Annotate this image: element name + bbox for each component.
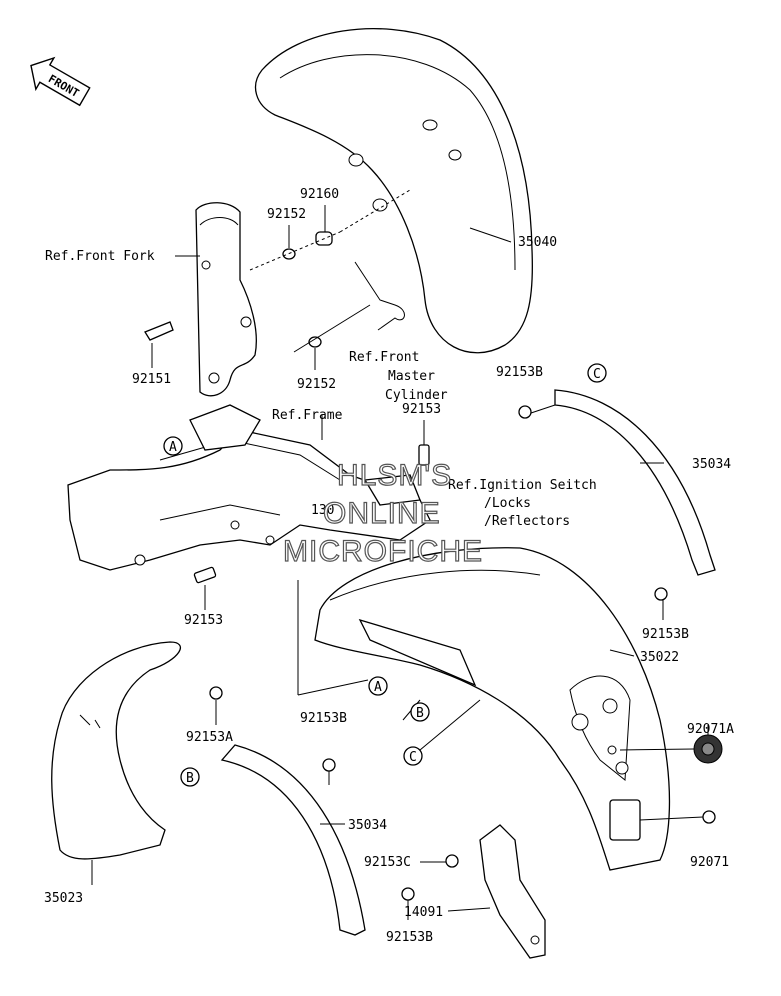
bolt-92151 [144,321,174,341]
ref-frame-label: Ref.Frame [272,408,343,423]
callout-A-bottom: A [368,676,388,696]
part-number-14091: 14091 [404,905,443,920]
callout-A-top-label: A [169,440,177,455]
part-number-35034-left: 35034 [348,818,387,833]
part-number-92153-mid: 92153 [184,613,223,628]
washer-92152-bottom [308,336,322,348]
ref-front-master-label-2: Master [388,369,435,384]
ref-ignition-label-2: /Locks [484,496,531,511]
nut-92153C [445,854,459,868]
part-number-92153-top: 92153 [402,402,441,417]
grommet-92071 [702,810,716,824]
callout-C-top-label: C [593,367,601,382]
leader-lines [91,205,709,920]
fender-strut-35034-left [220,744,366,936]
nut-92153B-bottom [401,887,415,901]
part-number-35034-right: 35034 [692,457,731,472]
ignition-switch-bracket [363,474,421,506]
part-number-92153B-top: 92153B [496,365,543,380]
nut-92153B-right [654,587,668,601]
part-number-92160: 92160 [300,187,339,202]
bracket-14091 [479,824,546,959]
part-number-92153C: 92153C [364,855,411,870]
inner-fender-35023 [51,641,182,860]
nut-92153B-top [518,405,532,419]
watermark-line-1: HLSM'S [337,459,452,492]
callout-C-bottom: C [403,746,423,766]
front-fender-35040 [254,28,533,354]
part-number-92153A: 92153A [186,730,233,745]
bolt-92153-mid [193,566,217,584]
part-number-92151: 92151 [132,372,171,387]
part-number-92071A: 92071A [687,722,734,737]
part-number-92152-bottom: 92152 [297,377,336,392]
part-number-130: 130 [311,503,334,518]
part-number-35022: 35022 [640,650,679,665]
front-fork [195,202,257,397]
front-arrow-icon: FRONT [30,56,91,107]
callout-B-mid: B [410,702,430,722]
part-number-92071: 92071 [690,855,729,870]
part-number-92153B-mid: 92153B [300,711,347,726]
frame [67,404,431,571]
callout-A-top: A [163,436,183,456]
bolt-92153A [209,686,223,700]
part-number-35023: 35023 [44,891,83,906]
callout-C-top: C [587,363,607,383]
callout-B-mid-label: B [416,706,424,721]
callout-C-bottom-label: C [409,750,417,765]
callout-B-left: B [180,767,200,787]
ref-front-master-label-1: Ref.Front [349,350,419,365]
ref-ignition-label-1: Ref.Ignition Seitch [448,478,597,493]
brake-hose-clamp [354,261,405,331]
callout-A-bottom-label: A [374,680,382,695]
fender-strut-35034-right [554,389,716,576]
ref-front-fork-label: Ref.Front Fork [45,249,155,264]
nut-92153B-mid [322,758,336,772]
part-number-92152-top: 92152 [267,207,306,222]
callout-B-left-label: B [186,771,194,786]
watermark-line-3: MICROFICHE [283,535,483,568]
watermark-line-2: ONLINE [323,497,441,530]
part-number-92153B-right: 92153B [642,627,689,642]
ref-ignition-label-3: /Reflectors [484,514,570,529]
grommet-92071A [693,734,723,764]
part-number-35040: 35040 [518,235,557,250]
part-number-92153B-bottom: 92153B [386,930,433,945]
ref-front-master-label-3: Cylinder [385,388,448,403]
watermark: HLSM'S ONLINE MICROFICHE [282,458,483,568]
rear-fender-35022 [314,547,671,871]
